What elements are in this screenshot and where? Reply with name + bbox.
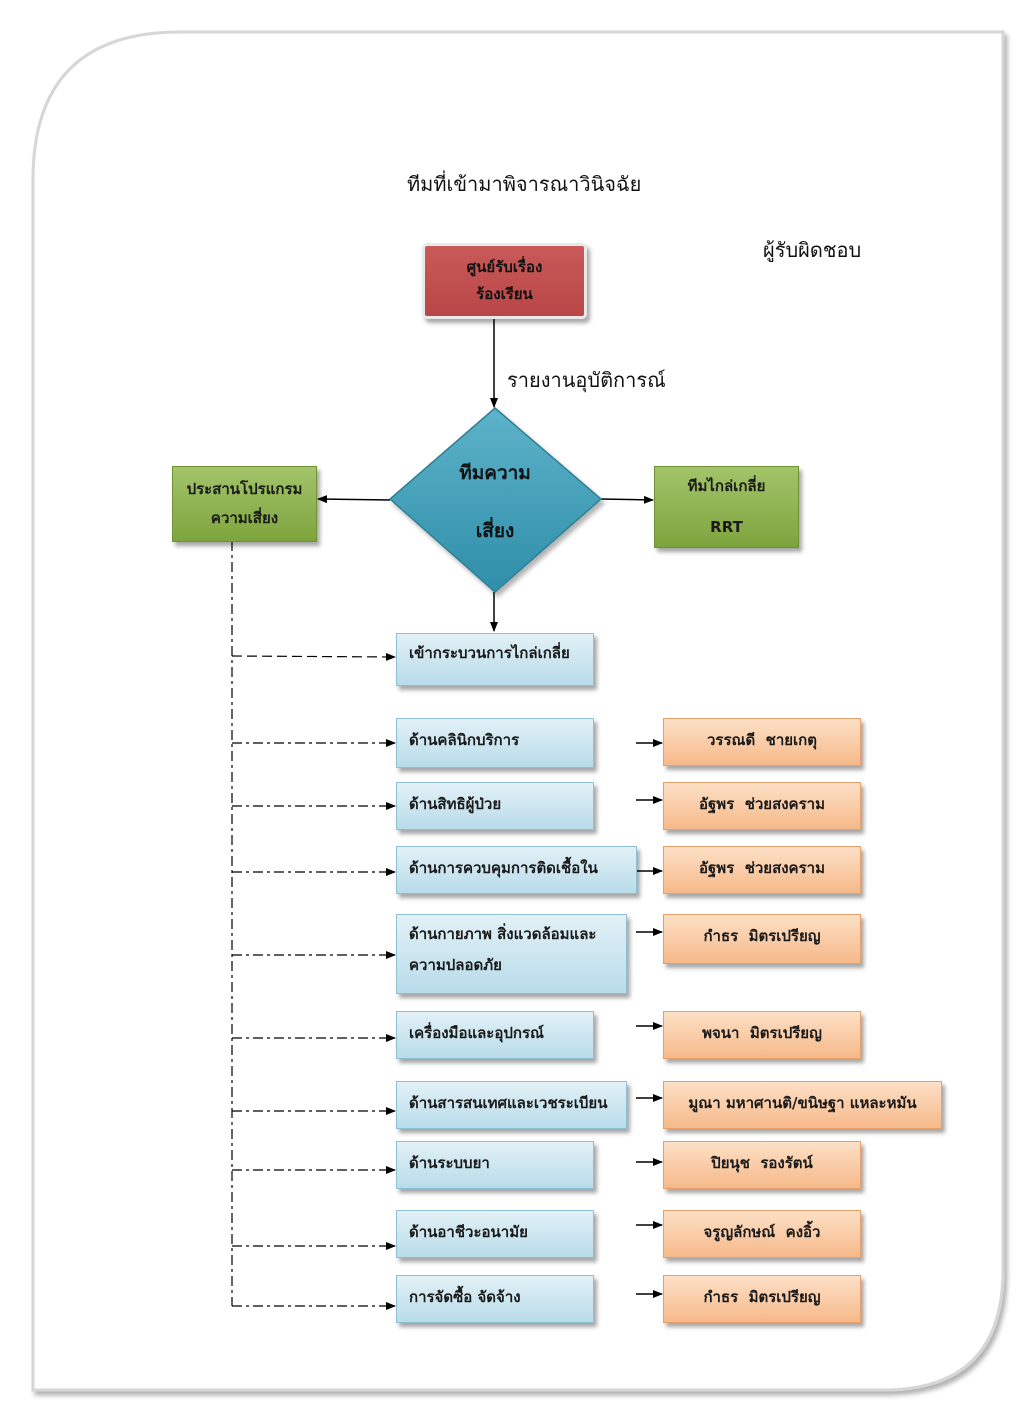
area-label: เครื่องมือและอุปกรณ์ (409, 1024, 544, 1042)
report-label: รายงานอุบัติการณ์ (507, 368, 666, 392)
responsible-name: มูณา มหาศานติ/ขนิษฐา แหละหมัน (688, 1094, 917, 1112)
area-box-8: ด้านอาชีวะอนามัย (396, 1210, 594, 1258)
mediation-team-line-2: RRT (710, 518, 743, 536)
area-box-9: การจัดซื้อ จัดจ้าง (396, 1275, 594, 1323)
responsible-name: อัฐพร ช่วยสงคราม (699, 859, 825, 877)
risk-coordination-box: ประสานโปรแกรม ความเสี่ยง (172, 466, 317, 542)
area-label: ด้านอาชีวะอนามัย (409, 1223, 528, 1241)
mediation-team-line-1: ทีมไกล่เกลี่ย (687, 477, 766, 496)
responsible-box-1: วรรณดี ชายเกตุ (663, 718, 861, 766)
responsible-box-2: อัฐพร ช่วยสงคราม (663, 782, 861, 830)
area-label: ด้านกายภาพ สิ่งแวดล้อมและ (409, 925, 597, 943)
branch-mediation-process (231, 652, 396, 661)
responsible-box-3: อัฐพร ช่วยสงคราม (663, 846, 861, 894)
area-box-2: ด้านสิทธิผู้ป่วย (396, 782, 594, 830)
responsible-name: อัฐพร ช่วยสงคราม (699, 795, 825, 813)
area-label: ด้านคลินิกบริการ (409, 731, 520, 749)
responsible-box-7: ปิยนุช รองรัตน์ (663, 1141, 861, 1189)
responsible-box-5: พจนา มิตรเปรียญ (663, 1011, 861, 1059)
responsible-box-8: จรูญลักษณ์ คงอิ้ว (663, 1210, 861, 1258)
arrow-risk-to-mediation (599, 495, 654, 504)
responsible-name: จรูญลักษณ์ คงอิ้ว (703, 1223, 821, 1241)
area-label: ด้านระบบยา (409, 1154, 490, 1172)
complaint-center-box: ศูนย์รับเรื่อง ร้องเรียน (422, 243, 587, 319)
mediation-process-box: เข้ากระบวนการไกล่เกลี่ย (396, 633, 594, 686)
complaint-center-line-1: ศูนย์รับเรื่อง (466, 258, 543, 277)
complaint-center-line-2: ร้องเรียน (476, 285, 533, 303)
area-box-1: ด้านคลินิกบริการ (396, 718, 594, 768)
responsible-name: วรรณดี ชายเกตุ (707, 731, 817, 749)
mediation-team-box: ทีมไกล่เกลี่ย RRT (654, 466, 799, 548)
responsible-name: พจนา มิตรเปรียญ (702, 1024, 822, 1042)
responsible-name: กำธร มิตรเปรียญ (703, 927, 821, 945)
responsible-box-6: มูณา มหาศานติ/ขนิษฐา แหละหมัน (663, 1081, 942, 1129)
responsible-box-9: กำธร มิตรเปรียญ (663, 1275, 861, 1323)
area-box-4: ด้านกายภาพ สิ่งแวดล้อมและความปลอดภัย (396, 914, 627, 994)
risk-team-line-1: ทีมความ (459, 462, 531, 484)
risk-team-line-2: เสี่ยง (475, 520, 515, 542)
responsible-name: ปิยนุช รองรัตน์ (711, 1154, 813, 1172)
mediation-process-label: เข้ากระบวนการไกล่เกลี่ย (409, 644, 570, 662)
risk-team-label: ทีมความ เสี่ยง (420, 458, 570, 546)
area-label: ความปลอดภัย (409, 955, 502, 974)
area-label: ด้านการควบคุมการติดเชื้อใน (409, 859, 598, 877)
area-box-3: ด้านการควบคุมการติดเชื้อใน (396, 846, 637, 894)
arrow-risk-to-coordination (317, 495, 391, 504)
area-box-6: ด้านสารสนเทศและเวชระเบียน (396, 1081, 627, 1129)
area-label: การจัดซื้อ จัดจ้าง (409, 1288, 521, 1306)
risk-coordination-line-2: ความเสี่ยง (210, 509, 279, 527)
responsible-name: กำธร มิตรเปรียญ (703, 1288, 821, 1306)
responsible-box-4: กำธร มิตรเปรียญ (663, 914, 861, 964)
area-label: ด้านสิทธิผู้ป่วย (409, 795, 502, 813)
area-box-5: เครื่องมือและอุปกรณ์ (396, 1011, 594, 1059)
area-box-7: ด้านระบบยา (396, 1141, 594, 1189)
area-label: ด้านสารสนเทศและเวชระเบียน (409, 1094, 608, 1112)
diagram-title: ทีมที่เข้ามาพิจารณาวินิจฉัย (407, 172, 642, 196)
risk-team-diamond (388, 407, 603, 593)
risk-coordination-line-1: ประสานโปรแกรม (186, 480, 303, 499)
responsible-heading: ผู้รับผิดชอบ (763, 238, 862, 262)
